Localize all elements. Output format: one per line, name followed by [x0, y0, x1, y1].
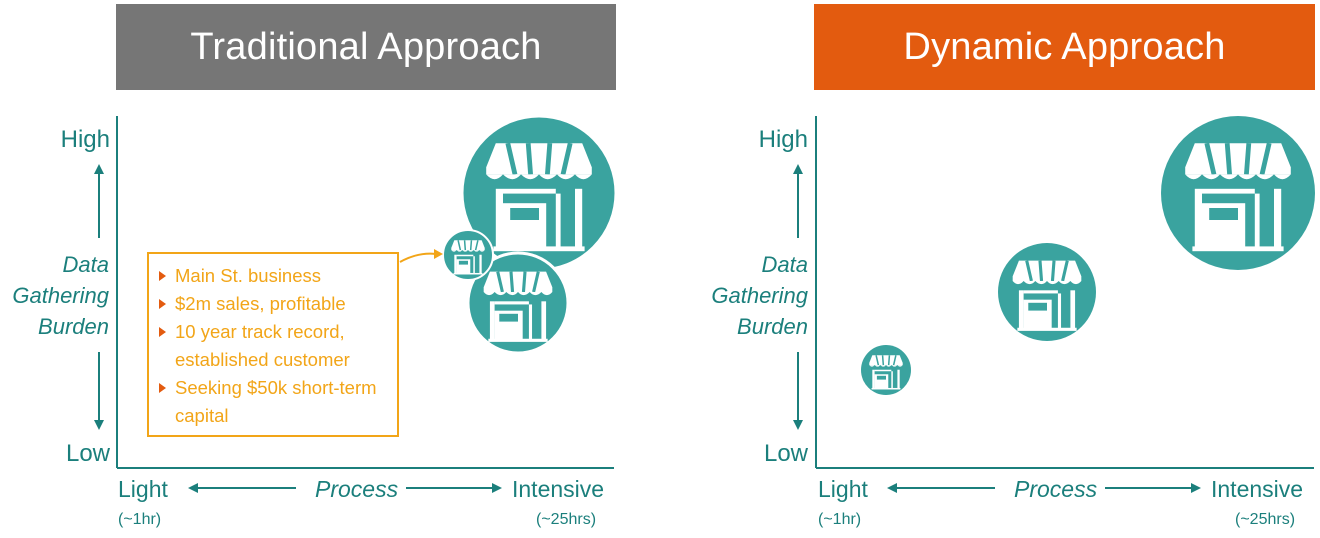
storefront-icon	[1161, 116, 1315, 270]
right-x-intensive-label: Intensive	[1211, 476, 1304, 502]
left-x-light-sub: (~1hr)	[118, 511, 162, 528]
left-x-intensive-label: Intensive	[512, 476, 605, 502]
profile-bullet: Main St. business	[157, 262, 393, 290]
storefront-icon	[466, 251, 570, 355]
left-x-light-label: Light	[118, 476, 168, 502]
bullet-arrow-icon	[159, 383, 166, 393]
dynamic-approach-title: Dynamic Approach	[814, 4, 1315, 90]
right-y-title-line-2: Gathering	[711, 283, 808, 308]
left-y-title-line-2: Gathering	[12, 283, 109, 308]
right-x-light-sub: (~1hr)	[818, 511, 862, 528]
right-y-title-line-1: Data	[761, 252, 808, 277]
right-y-axis-title: Data Gathering Burden	[688, 249, 808, 342]
right-y-low-label: Low	[763, 440, 808, 467]
left-y-high-label: High	[60, 126, 110, 153]
storefront-icon	[861, 345, 911, 395]
left-y-title-line-1: Data	[62, 252, 109, 277]
left-y-axis-title: Data Gathering Burden	[0, 249, 109, 342]
bullet-arrow-icon	[159, 299, 166, 309]
left-y-title-line-3: Burden	[38, 314, 109, 339]
left-x-intensive-sub: (~25hrs)	[536, 511, 597, 528]
right-y-high-label: High	[758, 126, 808, 153]
bullet-arrow-icon	[159, 327, 166, 337]
left-x-process-label: Process	[315, 476, 399, 502]
bullet-arrow-icon	[159, 271, 166, 281]
traditional-approach-title: Traditional Approach	[116, 4, 616, 90]
profile-bullet: 10 year track record, established custom…	[157, 318, 393, 374]
right-y-title-line-3: Burden	[737, 314, 808, 339]
profile-bullet: $2m sales, profitable	[157, 290, 393, 318]
left-y-low-label: Low	[65, 440, 110, 467]
storefront-icon	[998, 243, 1096, 341]
business-profile-box: Main St. business $2m sales, profitable …	[147, 252, 399, 437]
right-x-intensive-sub: (~25hrs)	[1235, 511, 1296, 528]
right-x-light-label: Light	[818, 476, 868, 502]
storefront-icon	[442, 229, 494, 281]
profile-bullet: Seeking $50k short-term capital	[157, 374, 393, 430]
right-x-process-label: Process	[1014, 476, 1098, 502]
